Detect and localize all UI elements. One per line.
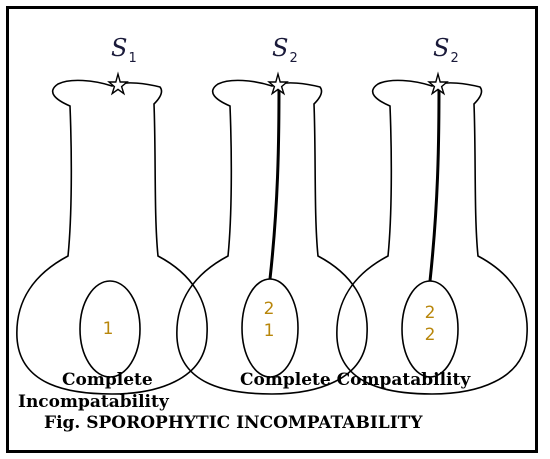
pistil-1 [16, 71, 208, 395]
pollen-tube-3 [428, 85, 441, 282]
pistil-1-ovule [79, 280, 141, 378]
figure-title: Fig. SPOROPHYTIC INCOMPATABILITY [44, 413, 423, 433]
ovule-3-nucleus-1: 2 [425, 303, 436, 323]
s-label-3: S2 [433, 34, 459, 66]
ovule-3-nucleus-2: 2 [425, 325, 436, 345]
ovule-2-nucleus-1: 2 [264, 299, 275, 319]
caption-incompatibility-line2: Incompatability [18, 392, 169, 412]
pistil-3 [336, 71, 528, 395]
pollen-tube-2 [268, 85, 281, 280]
figure-frame [6, 6, 538, 453]
caption-incompatibility-line1: Complete [62, 370, 153, 390]
s-label-1: S1 [111, 34, 137, 66]
pollen-1-star-icon [107, 71, 129, 96]
s-label-2: S2 [272, 34, 298, 66]
pollen-3-star-icon [427, 71, 449, 96]
pollen-2-star-icon [267, 71, 289, 96]
pistil-2 [176, 71, 368, 395]
ovule-2-nucleus-2: 1 [264, 321, 275, 341]
caption-compatibility: Complete Compatability [240, 370, 471, 390]
ovule-1-nucleus-1: 1 [103, 319, 114, 339]
